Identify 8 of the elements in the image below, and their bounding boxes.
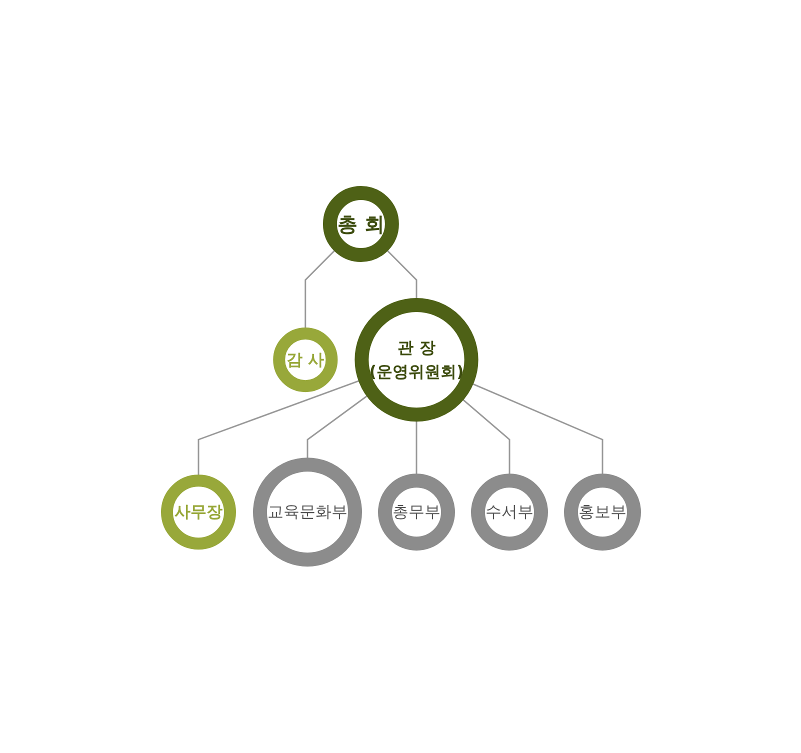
node-circle: 홍보부 <box>564 474 641 551</box>
node-circle: 총 회 <box>322 186 399 262</box>
node-circle: 사무장 <box>161 474 236 550</box>
node-circle: 수서부 <box>471 474 548 551</box>
node-circle: 감 사 <box>273 328 338 392</box>
node-circle: 관 장 (운영위원회) <box>354 298 478 422</box>
node-circle: 교육문화부 <box>253 458 362 567</box>
node-circle: 총무부 <box>378 474 455 551</box>
